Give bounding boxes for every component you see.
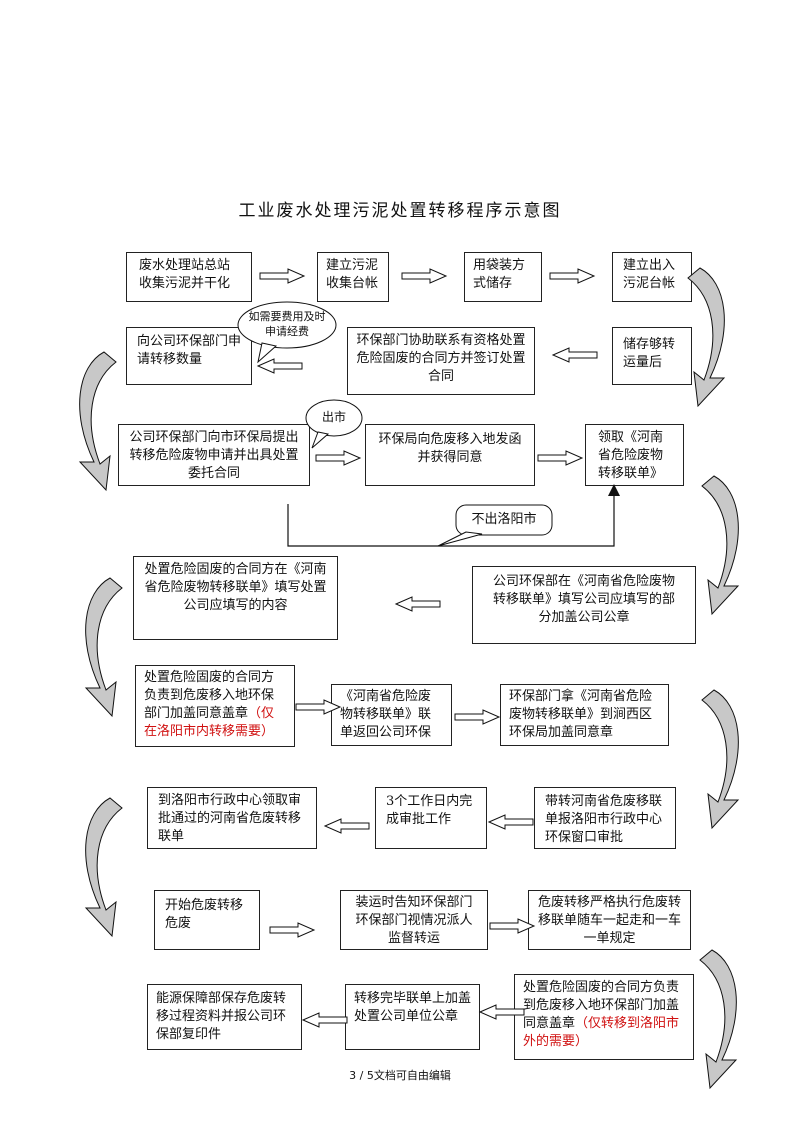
box-text: 环保部门拿《河南省危险废物转移联单》到涧西区环保局加盖同意章 (509, 689, 653, 740)
box-text: 带转河南省危废移联单报洛阳市行政中心环保窗口审批 (545, 794, 663, 845)
curved-arrow-left (85, 797, 123, 937)
box-company-fill: 公司环保部在《河南省危险废物转移联单》填写公司应填写的部分加盖公司公章 (472, 566, 696, 644)
arrow-right (537, 450, 583, 466)
callout-incity-bubble (455, 504, 553, 536)
curved-arrow-left (85, 577, 123, 717)
callout-outcity: 出市 (321, 410, 346, 424)
box-text: 到洛阳市行政中心领取审批通过的河南省危废转移联单 (158, 793, 302, 844)
curved-arrow-left (79, 351, 117, 491)
box-text: 公司环保部门向市环保局提出转移危险废物申请并出具处置委托合同 (129, 430, 299, 481)
arrow-left (488, 814, 534, 830)
box-enough-volume: 储存够转运量后 (612, 327, 692, 385)
arrow-right (295, 699, 341, 715)
box-bureau-letter: 环保局向危废移入地发函并获得同意 (365, 424, 535, 486)
arrow-right (454, 709, 500, 725)
box-text: 3个工作日内完成审批工作 (386, 794, 473, 827)
box-text: 开始危废转移危废 (165, 898, 244, 931)
callout-incity-tail (437, 531, 483, 547)
diagram-title: 工业废水处理污泥处置转移程序示意图 (238, 201, 562, 221)
box-apply-city-bureau: 公司环保部门向市环保局提出转移危险废物申请并出具处置委托合同 (118, 424, 310, 486)
curved-arrow-right (701, 475, 739, 615)
box-text: 转移完毕联单上加盖处置公司单位公章 (354, 991, 472, 1024)
box-text: 废水处理站总站收集污泥并干化 (139, 258, 231, 291)
box-apply-quantity: 向公司环保部门申请转移数量 (126, 327, 252, 385)
arrow-right (549, 268, 595, 284)
callout-outcity-tail (311, 431, 330, 449)
box-text: 处置危险固废的合同方在《河南省危险废物转移联单》填写处置公司应填写的内容 (144, 562, 327, 613)
box-text: 处置危险固废的合同方负责到危废移入地环保部门加盖同意盖章 (523, 980, 680, 1031)
arrow-left (302, 1012, 348, 1028)
box-final-stamp: 转移完毕联单上加盖处置公司单位公章 (345, 984, 480, 1050)
box-text: 环保局向危废移入地发函并获得同意 (378, 432, 522, 465)
box-text: 环保部门协助联系有资格处置危险固废的合同方并签订处置合同 (356, 333, 526, 384)
arrow-right (401, 268, 447, 284)
box-archive-records: 能源保障部保存危废转移过程资料并报公司环保部复印件 (147, 984, 302, 1050)
bypass-line (287, 494, 615, 547)
callout-budget: 如需要费用及时申请经费 (248, 310, 326, 338)
box-text: 建立污泥收集台帐 (326, 258, 379, 291)
box-inout-ledger: 建立出入污泥台帐 (612, 252, 692, 302)
arrow-right (315, 450, 361, 466)
box-stamp-outside: 处置危险固废的合同方负责到危废移入地环保部门加盖同意盖章（仅转移到洛阳市外的需要… (514, 974, 694, 1060)
box-one-car-one-form: 危废转移严格执行危废转移联单随车一起走和一车一单规定 (528, 890, 691, 950)
box-disposer-fill: 处置危险固废的合同方在《河南省危险废物转移联单》填写处置公司应填写的内容 (133, 556, 338, 640)
arrow-left (395, 596, 441, 612)
curved-arrow-right (687, 267, 725, 407)
arrow-left (257, 358, 303, 374)
box-text: 建立出入污泥台帐 (623, 258, 676, 291)
box-text: 领取《河南省危险废物转移联单》 (598, 430, 664, 481)
box-sludge-ledger: 建立污泥收集台帐 (317, 252, 389, 302)
arrow-right (489, 918, 535, 934)
bypass-arrowhead (608, 484, 620, 496)
arrow-right (269, 922, 315, 938)
box-sign-contract: 环保部门协助联系有资格处置危险固废的合同方并签订处置合同 (347, 327, 535, 395)
box-text: 处置危险固废的合同方负责到危废移入地环保部门加盖同意盖章 (144, 670, 275, 721)
box-text: 公司环保部在《河南省危险废物转移联单》填写公司应填写的部分加盖公司公章 (492, 574, 675, 625)
note-outside-only: （仅转移到洛阳市外的需要） (523, 1016, 680, 1049)
arrow-left (324, 818, 370, 834)
box-jianxi-stamp: 环保部门拿《河南省危险废物转移联单》到涧西区环保局加盖同意章 (500, 684, 669, 746)
box-submit-approval: 带转河南省危废移联单报洛阳市行政中心环保窗口审批 (534, 787, 676, 849)
box-text: 危废转移严格执行危废转移联单随车一起走和一车一单规定 (537, 895, 681, 946)
box-text: 能源保障部保存危废转移过程资料并报公司环保部复印件 (156, 991, 287, 1042)
page-footer: 3 / 5文档可自由编辑 (349, 1069, 451, 1082)
box-bag-storage: 用袋装方式储存 (464, 252, 542, 302)
callout-budget-tail (257, 342, 278, 364)
box-text: 储存够转运量后 (623, 337, 676, 370)
box-text: 用袋装方式储存 (473, 258, 526, 291)
callout-budget-bubble (237, 301, 337, 349)
box-stamp-local: 处置危险固废的合同方负责到危废移入地环保部门加盖同意盖章（仅在洛阳市内转移需要） (135, 665, 295, 747)
box-notify-supervise: 装运时告知环保部门环保部门视情况派人监督转运 (340, 890, 488, 950)
box-form-return: 《河南省危险废物转移联单》联单返回公司环保 (331, 684, 452, 746)
box-collect-sludge: 废水处理站总站收集污泥并干化 (126, 252, 252, 302)
note-local-only: （仅在洛阳市内转移需要） (144, 706, 275, 739)
box-get-form: 领取《河南省危险废物转移联单》 (585, 424, 684, 486)
callout-incity: 不出洛阳市 (471, 512, 537, 527)
arrow-right (259, 268, 305, 284)
box-text: 向公司环保部门申请转移数量 (137, 334, 242, 367)
box-text: 《河南省危险废物转移联单》联单返回公司环保 (340, 689, 432, 740)
callout-outcity-bubble (305, 399, 363, 437)
arrow-left (479, 1004, 525, 1020)
box-approval-3days: 3个工作日内完成审批工作 (375, 787, 487, 849)
box-collect-approved: 到洛阳市行政中心领取审批通过的河南省危废转移联单 (147, 787, 317, 849)
arrow-left (552, 347, 598, 363)
box-start-transfer: 开始危废转移危废 (154, 890, 260, 950)
box-text: 装运时告知环保部门环保部门视情况派人监督转运 (355, 895, 473, 946)
curved-arrow-right (701, 689, 739, 829)
